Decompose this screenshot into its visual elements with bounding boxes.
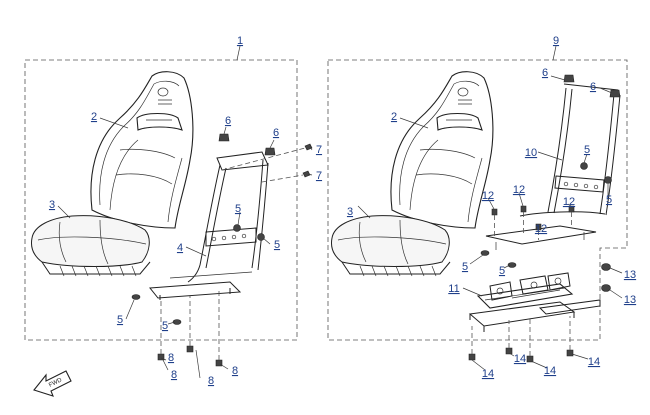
front-direction-arrow-icon: FWD (33, 370, 72, 397)
left-seat-frame (149, 151, 269, 300)
callout-right-frame: 10 (525, 147, 537, 159)
right-slider-assembly (468, 272, 601, 332)
callout-right-backrest: 2 (391, 111, 397, 123)
right-backrest (390, 71, 494, 229)
right-leaders (357, 45, 623, 371)
left-leaders (57, 45, 313, 379)
left-backrest (90, 71, 194, 229)
callout-right-nut-c: 5 (462, 261, 468, 273)
callout-left-nut-d: 5 (162, 320, 168, 332)
callout-left-screw-a: 8 (168, 352, 174, 364)
callout-right-nut-a: 5 (584, 144, 590, 156)
callout-right-washer-b: 13 (624, 294, 636, 306)
left-callouts: 1 2 3 4 6 6 7 7 5 5 5 5 8 8 8 8 (49, 35, 322, 387)
callout-right-screw-d: 14 (588, 356, 600, 368)
right-assembly-group: 9 2 3 10 11 6 6 5 5 12 12 12 12 5 5 13 1… (327, 35, 636, 380)
front-indicator-label: FWD (48, 377, 64, 389)
callout-left-clip-a: 6 (225, 115, 231, 127)
callout-left-frame: 4 (177, 242, 183, 254)
callout-left-nut-b: 5 (274, 239, 280, 251)
callout-right-nut-d: 5 (499, 265, 505, 277)
callout-right-nut-b: 5 (606, 194, 612, 206)
callout-left-screw-b: 8 (171, 369, 177, 381)
callout-right-screw-c: 14 (544, 365, 556, 377)
callout-right-assembly: 9 (553, 35, 559, 47)
right-seat-cushion (331, 215, 451, 277)
callout-right-bolt-a: 12 (482, 190, 494, 202)
callout-left-bolt-b: 7 (316, 170, 322, 182)
right-assembly-boundary (327, 59, 628, 341)
left-assembly-group: 1 2 3 4 6 6 7 7 5 5 5 5 8 8 8 8 (24, 35, 322, 387)
callout-left-screw-c: 8 (208, 375, 214, 387)
callout-right-clip-b: 6 (590, 81, 596, 93)
callout-right-bolt-b: 12 (513, 184, 525, 196)
right-seat-frame (485, 83, 621, 250)
callout-left-backrest: 2 (91, 111, 97, 123)
callout-left-screw-d: 8 (232, 365, 238, 377)
callout-right-bolt-c: 12 (535, 223, 547, 235)
callout-left-cushion: 3 (49, 199, 55, 211)
callout-left-nut-a: 5 (235, 203, 241, 215)
callout-left-bolt-a: 7 (316, 144, 322, 156)
callout-right-screw-a: 14 (482, 368, 494, 380)
left-assembly-boundary (24, 59, 298, 341)
left-seat-cushion (31, 215, 151, 277)
callout-right-clip-a: 6 (542, 67, 548, 79)
callout-right-cushion: 3 (347, 206, 353, 218)
right-callouts: 9 2 3 10 11 6 6 5 5 12 12 12 12 5 5 13 1… (347, 35, 636, 380)
callout-right-slider: 11 (448, 283, 459, 295)
callout-left-assembly: 1 (237, 35, 243, 47)
callout-right-bolt-d: 12 (563, 196, 575, 208)
callout-left-clip-b: 6 (273, 127, 279, 139)
callout-right-washer-a: 13 (624, 269, 636, 281)
callout-left-nut-c: 5 (117, 314, 123, 326)
left-hardware (131, 133, 313, 367)
callout-right-screw-b: 14 (514, 353, 526, 365)
